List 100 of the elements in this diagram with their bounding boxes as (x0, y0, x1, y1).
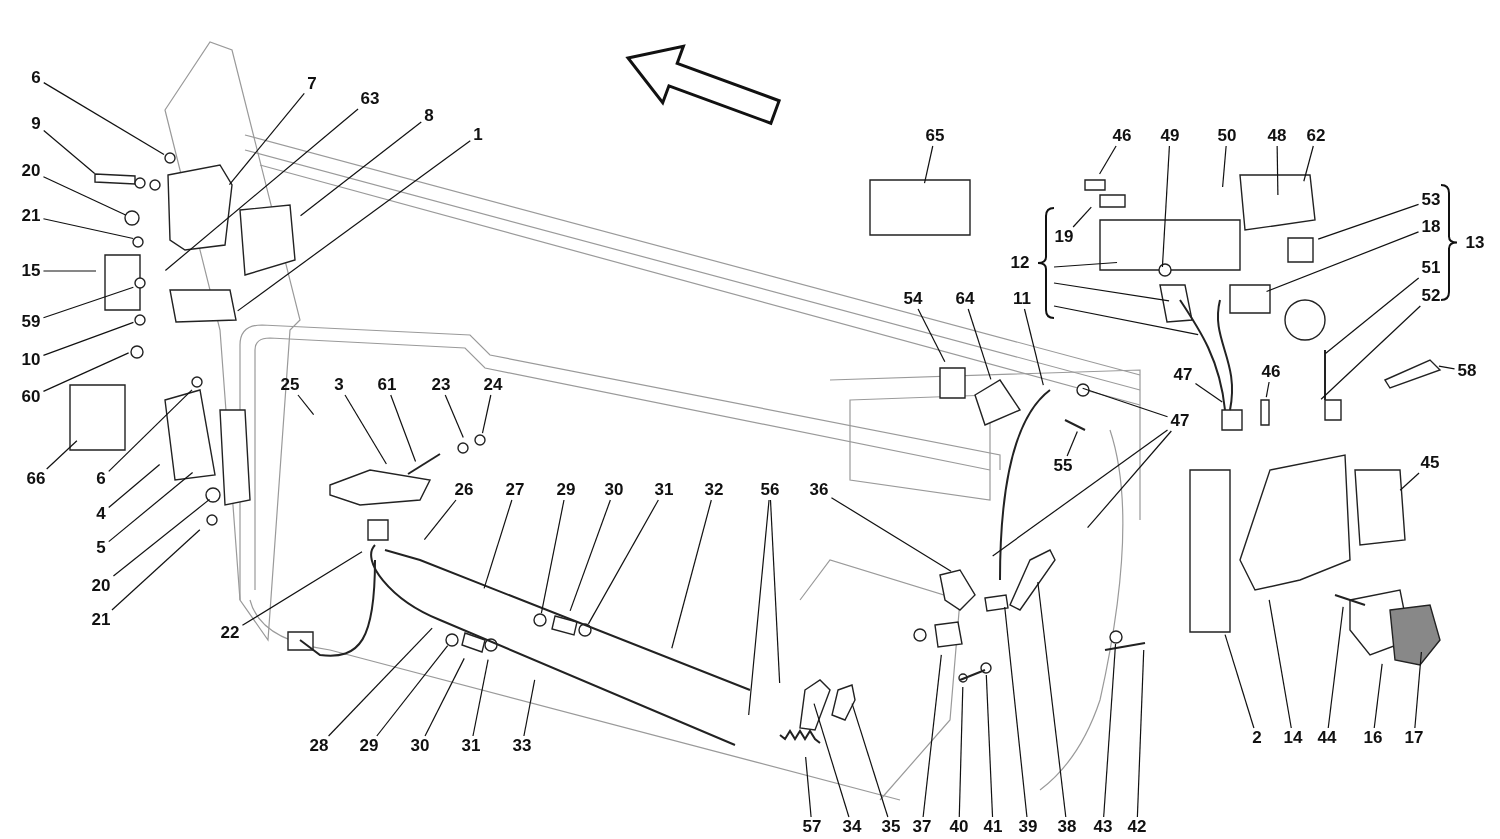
callout-number: 30 (603, 481, 625, 499)
leader-line (43, 82, 165, 155)
callout-number: 30 (409, 737, 431, 755)
callout-number: 9 (30, 115, 42, 133)
callout-number: 6 (95, 470, 107, 488)
leader-line (228, 92, 305, 186)
callout-number: 65 (924, 127, 946, 145)
callout-number: 47 (1172, 366, 1194, 384)
leader-line (1373, 663, 1383, 729)
leader-line (344, 394, 387, 465)
callout-number: 18 (1420, 218, 1442, 236)
leader-line (1265, 381, 1270, 398)
leader-line (299, 121, 422, 217)
leader-line (423, 499, 457, 541)
leader-line (297, 394, 315, 416)
callout-number: 61 (376, 376, 398, 394)
callout-number: 54 (902, 290, 924, 308)
leader-line (1023, 308, 1044, 386)
callout-number: 60 (20, 388, 42, 406)
callout-number: 29 (358, 737, 380, 755)
leader-line (917, 308, 946, 363)
leader-line (1161, 145, 1170, 268)
callout-number: 21 (90, 611, 112, 629)
leader-line (43, 129, 96, 175)
callout-number: 44 (1316, 729, 1338, 747)
leader-line (108, 471, 194, 543)
leader-line (1317, 203, 1420, 240)
callout-number: 47 (1169, 412, 1191, 430)
callout-number: 58 (1456, 362, 1478, 380)
callout-number: 48 (1266, 127, 1288, 145)
leader-line (111, 529, 201, 611)
leader-line (42, 270, 97, 272)
callout-number: 20 (20, 162, 42, 180)
leader-line (1324, 277, 1420, 355)
callout-number: 6 (30, 69, 42, 87)
callout-number: 8 (423, 107, 435, 125)
leader-line (523, 679, 536, 737)
leader-line (42, 352, 130, 392)
callout-number: 37 (911, 818, 933, 836)
callout-number: 39 (1017, 818, 1039, 836)
leader-line (1053, 261, 1118, 268)
leader-line (958, 686, 964, 818)
leader-line (237, 140, 471, 312)
leader-line (42, 286, 134, 319)
leader-line (1414, 651, 1422, 729)
callout-number: 45 (1419, 454, 1441, 472)
leader-line (444, 394, 464, 439)
callout-number: 59 (20, 313, 42, 331)
callout-number: 5 (95, 539, 107, 557)
leader-line (241, 551, 363, 626)
leader-line (1082, 387, 1169, 418)
leader-line (671, 499, 712, 649)
callout-number: 32 (703, 481, 725, 499)
leader-line (112, 498, 211, 577)
callout-number: 41 (982, 818, 1004, 836)
leader-line (1224, 634, 1255, 729)
leader-line (922, 654, 942, 818)
leader-line (424, 657, 465, 737)
callout-number: 53 (1420, 191, 1442, 209)
leader-line (769, 499, 781, 684)
callout-number: 43 (1092, 818, 1114, 836)
callout-number: 35 (880, 818, 902, 836)
callout-number: 62 (1305, 127, 1327, 145)
callout-number: 46 (1111, 127, 1133, 145)
leader-line (1037, 581, 1067, 818)
leader-line (483, 499, 513, 589)
leader-line (328, 627, 433, 737)
leader-line (1136, 649, 1145, 818)
callout-number: 31 (653, 481, 675, 499)
callout-number: 16 (1362, 729, 1384, 747)
leader-line (748, 499, 770, 716)
leader-line (1276, 145, 1279, 196)
leader-line (1087, 430, 1172, 529)
callout-number: 21 (20, 207, 42, 225)
leader-line (472, 659, 489, 737)
callout-number: 50 (1216, 127, 1238, 145)
leader-line (992, 429, 1169, 557)
callout-number: 22 (219, 624, 241, 642)
leader-line (46, 440, 78, 470)
leader-line (569, 499, 611, 612)
leader-line (1320, 305, 1421, 400)
callout-number: 49 (1159, 127, 1181, 145)
leader-line (540, 499, 565, 614)
leader-line (813, 703, 850, 818)
callout-number: 40 (948, 818, 970, 836)
leader-line (1004, 606, 1028, 818)
leader-line (481, 394, 492, 434)
callout-number: 51 (1420, 259, 1442, 277)
leader-line (1194, 382, 1223, 403)
leader-line (1268, 599, 1292, 729)
leader-line (805, 756, 812, 818)
leader-line (108, 463, 161, 509)
leader-line (42, 321, 135, 357)
callout-number: 31 (460, 737, 482, 755)
leader-line (587, 499, 659, 625)
callout-number: 55 (1052, 457, 1074, 475)
callout-number: 57 (801, 818, 823, 836)
leader-line (923, 145, 934, 184)
callout-number: 29 (555, 481, 577, 499)
callout-number: 11 (1012, 290, 1032, 308)
